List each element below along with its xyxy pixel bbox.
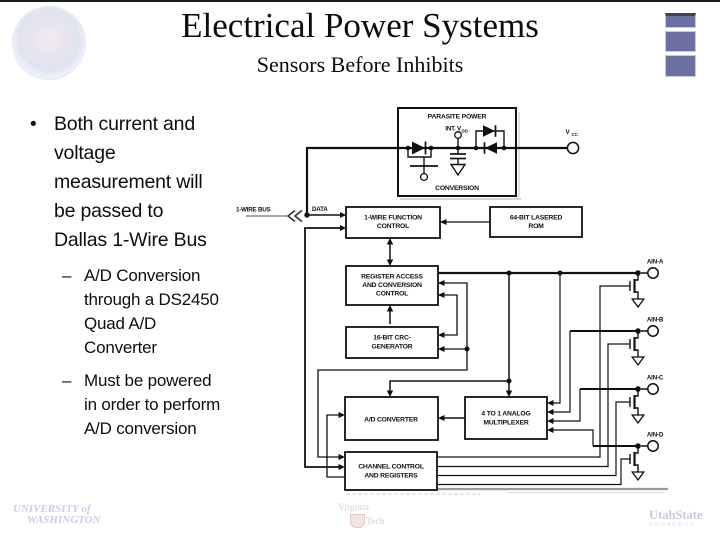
bullet-main: • Both current and voltage measurement w… [30, 110, 270, 255]
slide-top-border [0, 0, 720, 2]
decorative-square [665, 31, 696, 52]
ain-b-label: AIN-B [647, 317, 664, 324]
lasered-rom-label: ROM [528, 223, 544, 230]
ain-terminal-stubs [641, 272, 648, 447]
int-vdd-terminal [454, 131, 462, 139]
diagram-labels: PARASITE POWER INT. V DD CONVERSION V CC… [236, 114, 664, 480]
ain-d-label: AIN-D [647, 432, 664, 439]
register-access-box [345, 265, 439, 306]
slide-title: Electrical Power Systems [181, 6, 539, 45]
function-control-label: CONTROL [377, 223, 409, 230]
program-seal-logo [12, 6, 86, 80]
function-control-label: 1-WIRE FUNCTION [364, 215, 422, 222]
bullet-line: Quad A/D [84, 314, 157, 333]
analog-mux-label: MULTIPLEXER [483, 420, 529, 427]
vt-logo-line: Tech [366, 517, 385, 527]
ain-c-transistor [629, 389, 646, 425]
ain-d-terminal [647, 440, 659, 452]
diagram-scan-artifacts [346, 112, 668, 495]
channel-control-label: CHANNEL CONTROL [358, 464, 424, 471]
data-label: DATA [312, 206, 328, 213]
analog-mux-label: 4 TO 1 ANALOG [481, 411, 530, 418]
dash-marker: – [62, 371, 72, 390]
bullet-line: in order to perform [84, 395, 221, 414]
vt-shield-icon [350, 514, 365, 528]
register-access-label: REGISTER ACCESS [361, 274, 423, 281]
int-vdd-subscript: DD [462, 129, 468, 134]
ground-symbol [449, 163, 467, 177]
crc-generator-box [345, 326, 439, 359]
vcc-subscript: CC [572, 132, 579, 137]
analog-mux-box [464, 396, 548, 440]
bullet-sub2-text: Must be powered in order to perform A/D … [84, 369, 220, 441]
ain-b-terminal [647, 325, 659, 337]
bullet-line: voltage [54, 142, 116, 164]
decorative-square [665, 13, 696, 28]
conversion-label: CONVERSION [435, 185, 479, 192]
ain-b-transistor [629, 331, 646, 367]
bullet-sub2: – Must be powered in order to perform A/… [62, 369, 270, 441]
int-vdd-label: INT. V [445, 126, 462, 133]
substrate-terminal [419, 172, 429, 182]
ain-a-terminal [647, 267, 659, 279]
channel-control-label: AND REGISTERS [364, 473, 418, 480]
bullet-line: through a DS2450 [84, 290, 219, 309]
lasered-rom-box [489, 206, 583, 238]
junction-dots [304, 145, 641, 449]
bullet-line: Must be powered [84, 371, 212, 390]
usu-logo-line: UtahState [649, 508, 703, 522]
one-wire-bus-label: 1-WIRE BUS [236, 207, 271, 214]
ad-converter-label: A/D CONVERTER [364, 417, 418, 424]
crc-generator-label: 16-BIT CRC- [373, 335, 410, 342]
bullet-line: measurement will [54, 171, 203, 193]
arrowheads [338, 212, 554, 470]
bullet-line: A/D Conversion [84, 266, 201, 285]
parasite-power-circuit [407, 125, 505, 174]
vcc-label: V [566, 129, 571, 136]
vcc-terminal [566, 141, 580, 155]
diode-symbols [412, 125, 497, 155]
ain-c-label: AIN-C [647, 375, 664, 382]
university-of-washington-logo: UNIVERSITY of WASHINGTON [13, 504, 101, 526]
ain-transistors [629, 272, 648, 482]
bullet-line: Converter [84, 338, 157, 357]
bullet-line: be passed to [54, 200, 164, 222]
bullet-line: A/D conversion [84, 419, 197, 438]
bullet-sub1: – A/D Conversion through a DS2450 Quad A… [62, 264, 270, 360]
crc-generator-label: GENERATOR [372, 344, 413, 351]
ain-a-transistor [629, 273, 646, 309]
bullet-list: • Both current and voltage measurement w… [30, 110, 270, 441]
ad-converter-box [344, 396, 439, 441]
usu-logo-line: UNIVERSITY [649, 522, 696, 528]
bullet-line: Both current and [54, 113, 195, 135]
decorative-squares [665, 13, 696, 80]
register-access-label: CONTROL [376, 291, 408, 298]
bullet-main-text: Both current and voltage measurement wil… [54, 110, 207, 255]
bullet-sub1-text: A/D Conversion through a DS2450 Quad A/D… [84, 264, 219, 360]
virginia-tech-logo: Virginia Tech [338, 503, 385, 528]
terminal-circles [419, 131, 659, 452]
slide-subtitle: Sensors Before Inhibits [256, 52, 464, 77]
utah-state-logo: UtahState UNIVERSITY [649, 509, 702, 528]
decorative-square [665, 55, 696, 77]
register-access-label: AND CONVERSION [362, 282, 422, 289]
dash-marker: – [62, 266, 72, 285]
uw-logo-line: WASHINGTON [27, 514, 101, 526]
channel-control-box [344, 451, 438, 491]
function-control-box [345, 206, 441, 239]
ain-a-label: AIN-A [647, 259, 664, 266]
bullet-marker: • [30, 114, 37, 135]
bullet-line: Dallas 1-Wire Bus [54, 229, 207, 251]
parasite-power-label: PARASITE POWER [428, 114, 487, 121]
vt-logo-line: Virginia [338, 503, 369, 513]
ain-d-transistor [629, 446, 646, 482]
bus-chevron-icon [286, 209, 303, 223]
uw-logo-line: UNIVERSITY of [13, 503, 91, 515]
lasered-rom-label: 64-BIT LASERED [510, 215, 563, 222]
ain-c-terminal [647, 383, 659, 395]
diagram-wiring [304, 146, 638, 486]
